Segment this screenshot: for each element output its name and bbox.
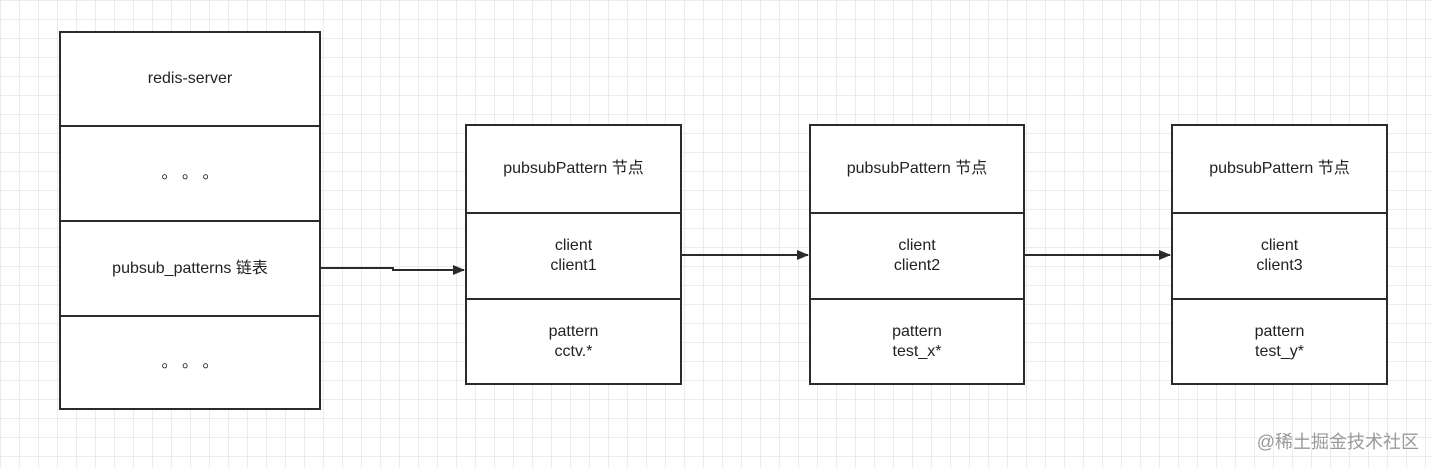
node-title: pubsubPattern 节点 <box>1209 160 1350 177</box>
server-row-ellipsis: 。 。 。 <box>59 315 321 410</box>
node-title: pubsubPattern 节点 <box>503 160 644 177</box>
server-row-text: redis-server <box>147 70 233 87</box>
server-row-text: pubsub_patterns 链表 <box>112 259 268 277</box>
server-row-text: 。 。 。 <box>161 164 219 182</box>
watermark: @稀土掘金技术社区 <box>1256 432 1419 452</box>
server-row-pubsub-patterns: pubsub_patterns 链表 <box>59 220 321 317</box>
server-row-title: redis-server <box>59 31 321 127</box>
node-title: pubsubPattern 节点 <box>846 160 988 177</box>
server-row-ellipsis: 。 。 。 <box>59 125 321 222</box>
server-row-text: 。 。 。 <box>161 353 219 371</box>
arrow-list-to-node1 <box>321 265 465 275</box>
